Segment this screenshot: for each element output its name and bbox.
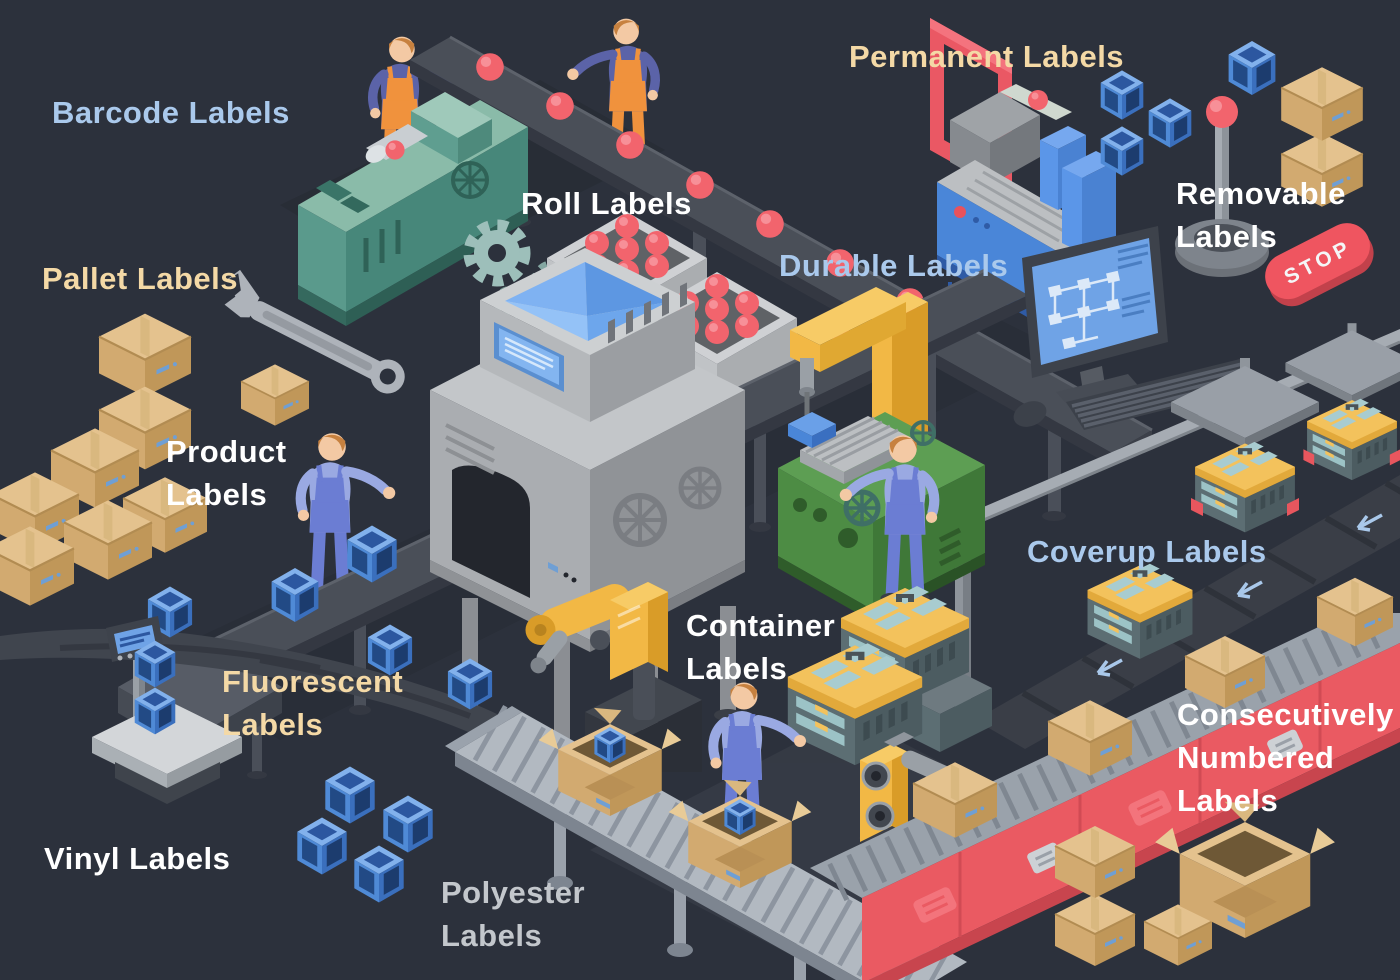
small-box xyxy=(240,363,310,427)
handwheels xyxy=(843,420,936,527)
joystick xyxy=(1175,96,1269,277)
conveyor-red xyxy=(810,576,1400,980)
roller-conveyor xyxy=(445,704,967,980)
milling-machine xyxy=(778,287,985,622)
pallet-boxes xyxy=(0,312,310,607)
lathe-machine xyxy=(298,92,528,326)
machine-wheels xyxy=(613,466,722,547)
vent-slits xyxy=(608,282,687,344)
industrial-scale xyxy=(92,616,242,804)
flowchart-on-screen xyxy=(1048,243,1151,350)
computer-monitor xyxy=(1022,226,1168,408)
arrow-belt xyxy=(975,475,1400,749)
red-ball-on-spindle xyxy=(385,140,405,160)
labeling-machine xyxy=(430,248,745,765)
wrench-icon xyxy=(222,269,405,394)
wireframe-cubes-cluster xyxy=(1100,41,1276,176)
tool-crate-stack xyxy=(787,586,992,766)
keyboard xyxy=(1066,359,1259,430)
belt-bottom-left xyxy=(0,586,548,770)
stop-button: STOP xyxy=(1265,223,1374,307)
mouse xyxy=(1013,401,1047,427)
cardboard-stack-top-right xyxy=(1280,66,1364,208)
wireframe-cube-stack xyxy=(297,766,433,903)
workpiece-cube xyxy=(788,412,836,448)
wheel-emblem xyxy=(451,161,489,199)
robot-arm-sensor xyxy=(858,732,978,848)
machine-screen xyxy=(494,322,564,392)
direction-arrow-icon xyxy=(1096,513,1383,677)
